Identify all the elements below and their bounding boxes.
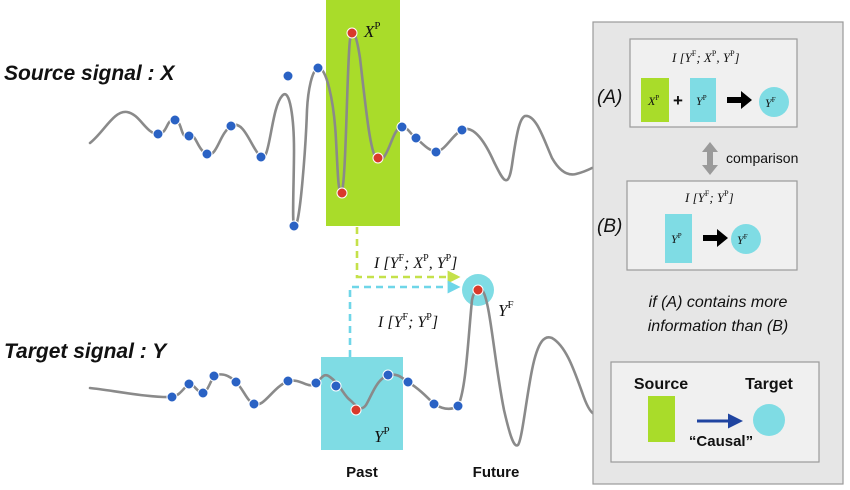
case-a-formula: I [YF; XP, YP] [671, 49, 740, 65]
sample-point [402, 376, 414, 388]
yf-base: Y [498, 301, 509, 320]
sample-point [166, 391, 178, 403]
legend-source-label: Source [634, 376, 688, 393]
case-a-target-box [690, 78, 716, 122]
yp-base: Y [374, 427, 385, 446]
sample-point [255, 151, 267, 163]
sample-point [382, 369, 394, 381]
sample-point [456, 124, 468, 136]
case-a-future-circle [759, 87, 789, 117]
sample-point [225, 120, 237, 132]
case-b-yf: YF [737, 233, 748, 247]
case-b-yp: YP [671, 232, 682, 246]
right-arrow-icon [727, 91, 752, 109]
sample-point [452, 400, 464, 412]
yf-label: YF [498, 299, 514, 320]
sample-point [230, 376, 242, 388]
case-a-label: (A) [597, 87, 622, 108]
case-a-yp: YP [696, 94, 707, 108]
source-sample-points [152, 62, 468, 232]
sample-point [310, 377, 322, 389]
case-b-formula: I [YF; YP] [684, 189, 734, 205]
yf-sup: F [507, 299, 513, 311]
sample-point [282, 70, 294, 82]
legend-target-swatch [753, 404, 785, 436]
source-signal-label: Source signal : X [4, 62, 176, 85]
sample-point [152, 128, 164, 140]
yp-sup: P [383, 425, 389, 437]
sample-point [183, 130, 195, 142]
past-label: Past [346, 464, 378, 481]
right-arrow-icon [703, 229, 728, 247]
legend-box [610, 361, 820, 463]
comparison-label: comparison [726, 150, 798, 166]
sample-point [396, 121, 408, 133]
formula-target-info: I [YF; YP] [377, 312, 438, 331]
conclusion-line-1: if (A) contains more [649, 294, 788, 311]
highlight-point [346, 27, 358, 39]
sample-point [208, 370, 220, 382]
case-a-yf: YF [765, 96, 776, 110]
case-b-label: (B) [597, 216, 622, 237]
formula-full-info: I [YF; XP, YP] [373, 253, 457, 272]
target-sample-points [166, 369, 464, 412]
target-signal-label: Target signal : Y [4, 340, 168, 363]
sample-point [248, 398, 260, 410]
case-b-target-box [665, 214, 692, 263]
xp-base: X [363, 22, 375, 41]
sample-point [282, 375, 294, 387]
sample-point [430, 146, 442, 158]
legend-target-label: Target [745, 376, 793, 393]
highlight-point [350, 404, 362, 416]
target-highlight-points [350, 284, 484, 416]
sample-point [197, 387, 209, 399]
case-b-box [626, 180, 798, 271]
sample-point [330, 380, 342, 392]
source-to-future-arrow [355, 227, 461, 284]
sample-point [183, 378, 195, 390]
case-b-future-circle [731, 224, 761, 254]
sample-point [410, 132, 422, 144]
sample-point [312, 62, 324, 74]
case-a-plus: + [673, 91, 683, 110]
future-label: Future [473, 464, 520, 481]
sample-point [201, 148, 213, 160]
legend-source-swatch [648, 396, 675, 442]
case-a-source-box [641, 78, 669, 122]
case-a-xp: XP [647, 94, 659, 108]
up-down-arrow-icon [702, 142, 718, 175]
highlight-point [472, 284, 484, 296]
highlight-point [336, 187, 348, 199]
xp-sup: P [374, 20, 380, 32]
sample-point [428, 398, 440, 410]
source-highlight-points [336, 27, 384, 199]
highlight-point [372, 152, 384, 164]
legend-causal-label: “Causal” [689, 433, 753, 450]
yp-label: YP [374, 425, 390, 446]
sample-point [288, 220, 300, 232]
xp-label: XP [363, 20, 381, 41]
conclusion-line-2: information than (B) [648, 318, 789, 335]
sample-point [169, 114, 181, 126]
